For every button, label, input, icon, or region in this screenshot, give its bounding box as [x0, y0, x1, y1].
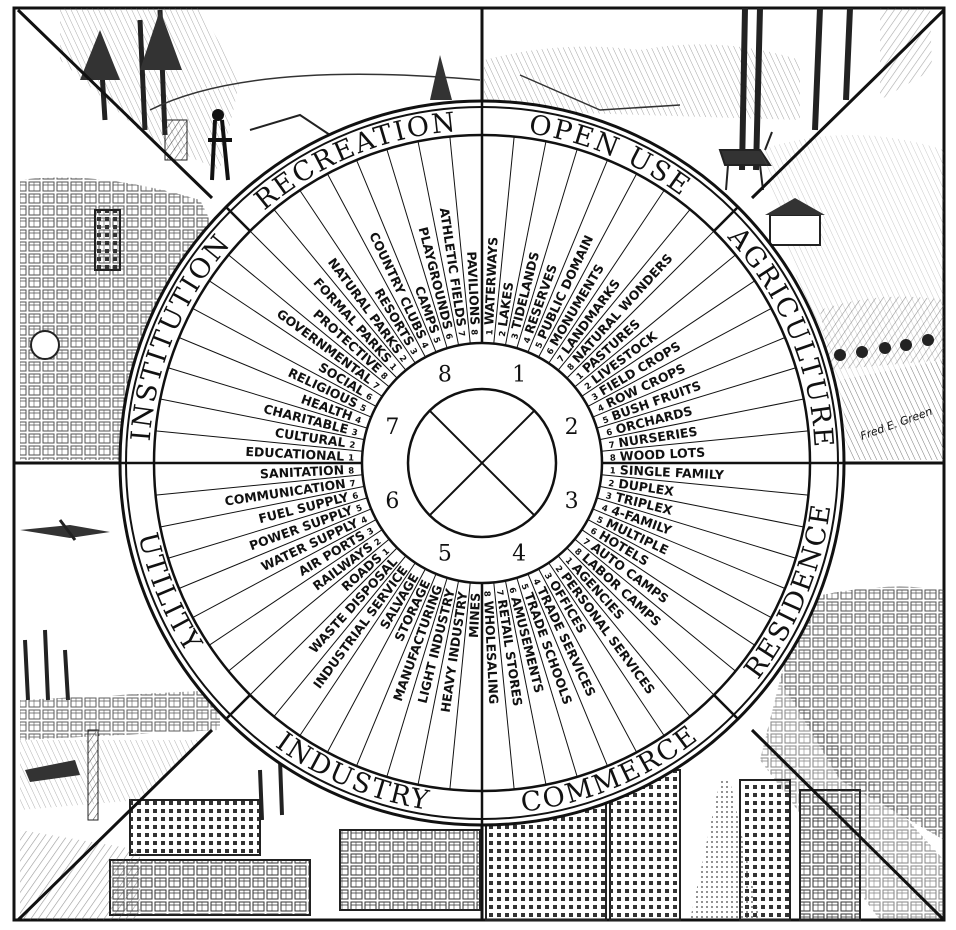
section-number-7: 7 [385, 415, 399, 440]
svg-text:1: 1 [610, 466, 616, 476]
svg-text:8: 8 [610, 453, 616, 463]
svg-text:1: 1 [348, 453, 354, 463]
svg-text:8: 8 [348, 466, 354, 476]
section-number-8: 8 [438, 362, 452, 387]
section-number-2: 2 [565, 415, 579, 440]
section-number-5: 5 [438, 542, 452, 567]
section-number-6: 6 [385, 489, 399, 514]
svg-text:8: 8 [468, 329, 478, 335]
section-number-3: 3 [565, 489, 579, 514]
section-number-1: 1 [512, 362, 526, 387]
section-number-4: 4 [512, 542, 526, 567]
svg-text:1: 1 [485, 329, 495, 335]
